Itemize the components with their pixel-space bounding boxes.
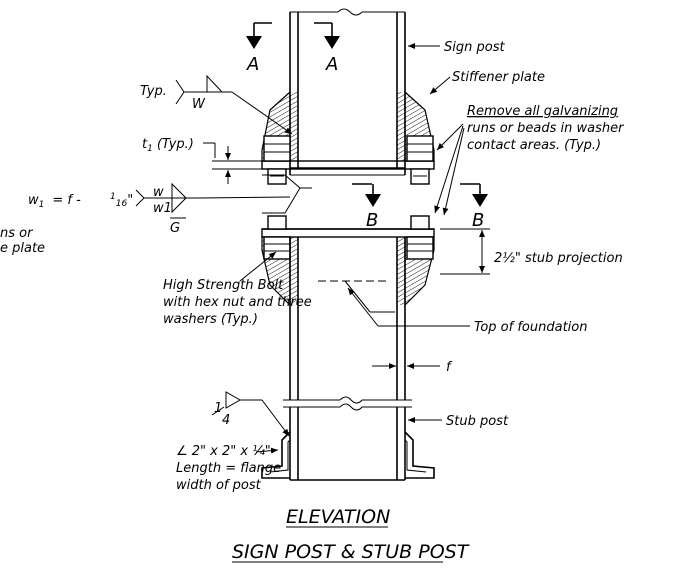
svg-text:t1(Typ.): t1(Typ.) (142, 137, 194, 154)
t1-dimension: t1(Typ.) (142, 137, 262, 184)
svg-text:ns or: ns or (0, 226, 34, 241)
angle-right (404, 431, 435, 479)
section-a-left: A (246, 22, 272, 75)
angle-left (261, 431, 291, 479)
weld-symbol-typ: Typ. W (140, 74, 293, 135)
svg-text:High Strength Bolt: High Strength Bolt (163, 278, 284, 293)
lower-bolt-left (263, 215, 291, 260)
svg-text:ELEVATION: ELEVATION (286, 506, 390, 528)
stub-post (283, 237, 412, 481)
sign-post-callout: Sign post (408, 40, 505, 55)
svg-text:Top of foundation: Top of foundation (474, 320, 587, 335)
svg-text:Sign post: Sign post (444, 40, 505, 55)
stub-post-callout: Stub post (408, 414, 509, 429)
svg-text:with hex nut and three: with hex nut and three (163, 295, 312, 310)
svg-text:SIGN POST & STUB POST: SIGN POST & STUB POST (232, 541, 470, 563)
svg-text:B: B (366, 210, 378, 231)
svg-text:runs or beads in washer: runs or beads in washer (467, 121, 625, 136)
svg-text:A: A (325, 54, 338, 75)
upper-bolt-left (263, 135, 291, 185)
hs-bolt-note: High Strength Bolt with hex nut and thre… (163, 251, 312, 327)
svg-text:washers (Typ.): washers (Typ.) (163, 312, 258, 327)
section-b-right: B (460, 183, 488, 231)
svg-text:w1: w1 (153, 201, 172, 216)
svg-text:w1= f -: w1= f - (28, 193, 81, 210)
svg-text:W: W (192, 97, 206, 112)
drawing-title: ELEVATION SIGN POST & STUB POST (232, 506, 470, 563)
svg-text:width of post: width of post (176, 478, 262, 493)
top-foundation-callout: Top of foundation (318, 280, 587, 335)
section-b-left: B (352, 183, 381, 231)
quarter-weld-symbol: 1 4 (211, 391, 290, 437)
stub-projection-dimension: 2½" stub projection (440, 228, 623, 275)
upper-bolt-right (406, 135, 434, 185)
svg-text:e plate: e plate (0, 241, 45, 256)
svg-text:B: B (472, 210, 484, 231)
f-dimension: f (372, 360, 453, 375)
svg-text:4: 4 (222, 413, 230, 428)
svg-text:∠ 2" x 2" x ¼": ∠ 2" x 2" x ¼" (176, 444, 271, 459)
svg-text:contact areas. (Typ.): contact areas. (Typ.) (467, 138, 601, 153)
svg-text:G: G (170, 221, 180, 236)
svg-text:2½" stub projection: 2½" stub projection (494, 251, 623, 266)
left-cut-note: ns or e plate (0, 226, 45, 256)
svg-text:f: f (446, 360, 453, 375)
galvanizing-note: Remove all galvanizing runs or beads in … (434, 104, 625, 216)
svg-text:1: 1 (214, 401, 222, 416)
svg-text:A: A (246, 54, 259, 75)
svg-text:Remove all galvanizing: Remove all galvanizing (467, 104, 618, 119)
section-a-right: A (314, 22, 340, 75)
w1-weld-symbol: w1= f - 116" w w1 G (28, 182, 291, 236)
svg-text:w: w (153, 185, 164, 200)
svg-text:Stiffener plate: Stiffener plate (452, 70, 545, 85)
svg-text:116": 116" (110, 192, 133, 209)
svg-text:Typ.: Typ. (140, 84, 167, 99)
svg-text:Stub post: Stub post (446, 414, 509, 429)
sign-post (289, 8, 406, 176)
angle-note: ∠ 2" x 2" x ¼" Length = flange width of … (176, 444, 281, 493)
lower-bolt-right (406, 215, 434, 260)
svg-text:Length = flange: Length = flange (176, 461, 281, 476)
stiffener-callout: Stiffener plate (429, 70, 545, 95)
